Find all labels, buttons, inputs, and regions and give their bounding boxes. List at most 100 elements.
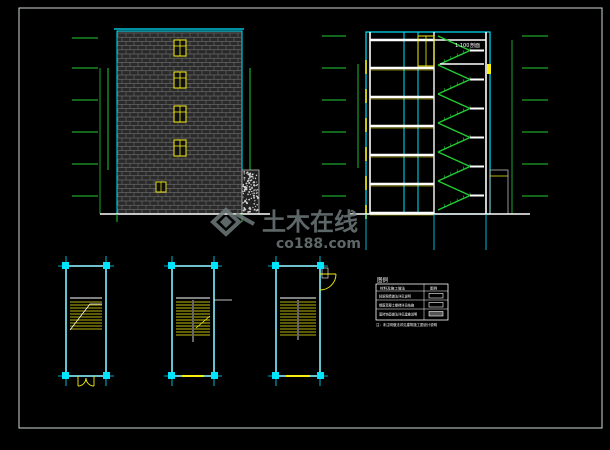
section-name-label: 剖面: [470, 42, 480, 49]
gravel-grain: [255, 184, 257, 187]
section-floor-slabs: [365, 38, 486, 219]
building-section: 1:100 剖面: [322, 31, 548, 250]
stair-flight-return: [437, 151, 471, 168]
gravel-grain: [243, 173, 245, 175]
gravel-grain: [253, 184, 256, 187]
plan2-column-tr: [211, 262, 218, 269]
gravel-grain: [257, 189, 259, 191]
watermark-brand: 土木在线: [262, 208, 358, 236]
section-scale-label: 1:100: [455, 43, 469, 49]
legend-row-1-text: 轻质隔墙做法详见说明: [379, 294, 411, 299]
elevation-windows: [155, 39, 187, 193]
gravel-grain: [255, 181, 257, 183]
stair-flight-return: [437, 122, 471, 139]
gravel-grain: [254, 177, 257, 180]
plan2-column-tl: [168, 262, 175, 269]
gravel-grain: [250, 175, 253, 178]
stair-flight-up: [437, 49, 471, 66]
stair-flight-up: [437, 136, 471, 153]
stair-flight-return: [437, 93, 471, 110]
stair-flight-up: [437, 194, 471, 211]
stair-flight-return: [437, 35, 471, 52]
section-stair-flights: [437, 35, 491, 211]
gravel-grain: [256, 208, 259, 211]
stair-plan-typical-floor: [164, 256, 232, 386]
gravel-grain: [246, 180, 249, 183]
gravel-grain: [252, 181, 256, 184]
legend-row-2-text: 钢筋混凝土楼梯详见结施: [379, 303, 415, 308]
gravel-grain: [242, 196, 244, 198]
gravel-grain: [248, 173, 251, 176]
section-right-window: [487, 64, 491, 74]
gravel-grain: [250, 197, 253, 200]
legend-row-3-text: 面砖饰面做法详见建施说明: [379, 312, 417, 317]
stair-flight-up: [437, 78, 471, 95]
gravel-grain: [252, 194, 255, 197]
gravel-grain: [255, 188, 257, 191]
plan2-column-bl: [168, 372, 175, 379]
gravel-grain: [242, 201, 244, 204]
gravel-grain: [247, 171, 249, 173]
gravel-grain: [255, 174, 258, 177]
gravel-grain: [244, 185, 247, 188]
gravel-grain: [242, 183, 245, 186]
gravel-grain: [254, 200, 256, 202]
plan3-column-br: [317, 372, 324, 379]
gravel-grain: [248, 198, 251, 201]
legend-header-right: 图例: [430, 286, 438, 291]
gravel-grain: [250, 190, 253, 193]
gravel-grain: [248, 181, 251, 184]
gravel-grain: [251, 186, 253, 188]
gravel-grain: [243, 179, 245, 181]
gravel-grain: [253, 189, 255, 191]
gravel-grain: [252, 191, 254, 193]
gravel-grain: [256, 203, 258, 206]
gravel-grain: [248, 186, 251, 188]
legend-note: 注：未注明做法详见建筑施工图设计说明: [376, 322, 438, 327]
legend-swatch-concrete: [428, 302, 444, 308]
section-right-level-marks: [511, 35, 548, 214]
legend-table: 图例 材料及施工做法 图例 轻质隔墙做法详见说明 钢筋混凝土楼梯详见结施 面砖饰…: [375, 276, 449, 327]
gravel-grain: [242, 190, 244, 193]
stair-plan-ground-floor: [58, 256, 114, 387]
gravel-grain: [253, 203, 256, 205]
gravel-grain: [247, 193, 249, 196]
legend-title: 图例: [377, 276, 389, 284]
gravel-grain: [247, 211, 250, 214]
stair-flight-up: [437, 107, 471, 124]
gravel-grain: [255, 210, 258, 212]
stair-flight-return: [437, 180, 471, 197]
gravel-grain: [249, 193, 251, 196]
gravel-grain: [247, 177, 250, 180]
site-watermark: 土木在线 co188.com: [210, 207, 361, 252]
gravel-grain: [243, 177, 246, 179]
plan1-break-line: [69, 303, 102, 331]
gravel-grain: [248, 207, 251, 210]
gravel-grain: [250, 183, 252, 185]
gravel-grain: [255, 190, 257, 192]
gravel-grain: [257, 198, 259, 200]
gravel-grain: [244, 208, 247, 211]
watermark-domain: co188.com: [276, 236, 361, 252]
plan2-direction-arrow: [195, 315, 211, 329]
plan1-column-bl: [62, 372, 69, 379]
gravel-grain: [256, 183, 259, 186]
gravel-grain: [246, 185, 248, 187]
gravel-grain: [254, 205, 257, 208]
gravel-grain: [248, 210, 251, 213]
plan1-column-tr: [103, 262, 110, 269]
gravel-hatch-pattern: [242, 171, 259, 214]
gravel-grain: [245, 201, 248, 203]
gravel-grain: [242, 192, 245, 195]
plan3-door-frame: [321, 267, 329, 279]
gravel-grain: [248, 190, 251, 193]
gravel-grain: [243, 190, 246, 192]
legend-swatch-partition: [428, 293, 444, 299]
section-left-level-marks: [322, 35, 359, 197]
gravel-grain: [253, 197, 255, 199]
plan1-entrance-doors: [77, 376, 95, 387]
plan3-stair-treads: [280, 301, 316, 336]
